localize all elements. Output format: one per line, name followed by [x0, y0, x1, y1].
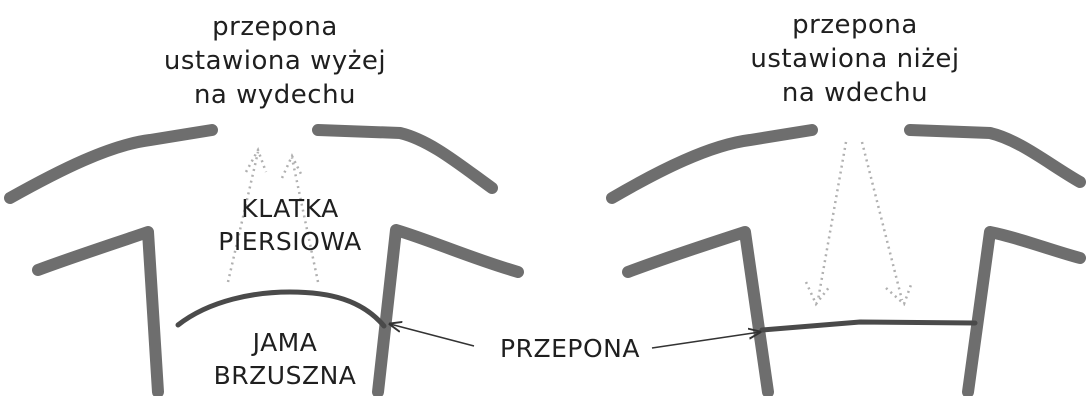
abdomen-label: JAMA BRZUSZNA [180, 326, 390, 392]
caption-line: przepona [140, 10, 410, 44]
pointer-to-left-diaphragm [390, 324, 474, 346]
right-torso-outline [378, 230, 518, 392]
abdomen-label-line: JAMA [180, 326, 390, 359]
caption-line: na wdechu [725, 76, 985, 110]
abdomen-label-line: BRZUSZNA [180, 359, 390, 392]
downward-arrows [806, 142, 912, 304]
caption-line: ustawiona wyżej [140, 44, 410, 78]
caption-line: przepona [725, 8, 985, 42]
left-torso-outline [38, 232, 158, 392]
exhalation-caption: przepona ustawiona wyżej na wydechu [140, 10, 410, 112]
left-torso-outline [628, 232, 768, 392]
caption-line: na wydechu [140, 78, 410, 112]
right-panel-inhalation [612, 130, 1080, 392]
pointer-to-right-diaphragm [652, 332, 760, 348]
diaphragm-raised [178, 292, 384, 326]
left-shoulder-outline [10, 130, 212, 198]
diaphragm-lowered [762, 322, 975, 330]
right-torso-outline [968, 232, 1080, 392]
inhalation-caption: przepona ustawiona niżej na wdechu [725, 8, 985, 110]
caption-line: ustawiona niżej [725, 42, 985, 76]
thorax-label-line: KLATKA [200, 192, 380, 225]
thorax-label-line: PIERSIOWA [200, 225, 380, 258]
diaphragm-label: PRZEPONA [480, 332, 660, 365]
left-shoulder-outline [612, 130, 812, 198]
thorax-label: KLATKA PIERSIOWA [200, 192, 380, 258]
right-shoulder-outline [910, 130, 1080, 182]
right-shoulder-outline [318, 130, 492, 188]
